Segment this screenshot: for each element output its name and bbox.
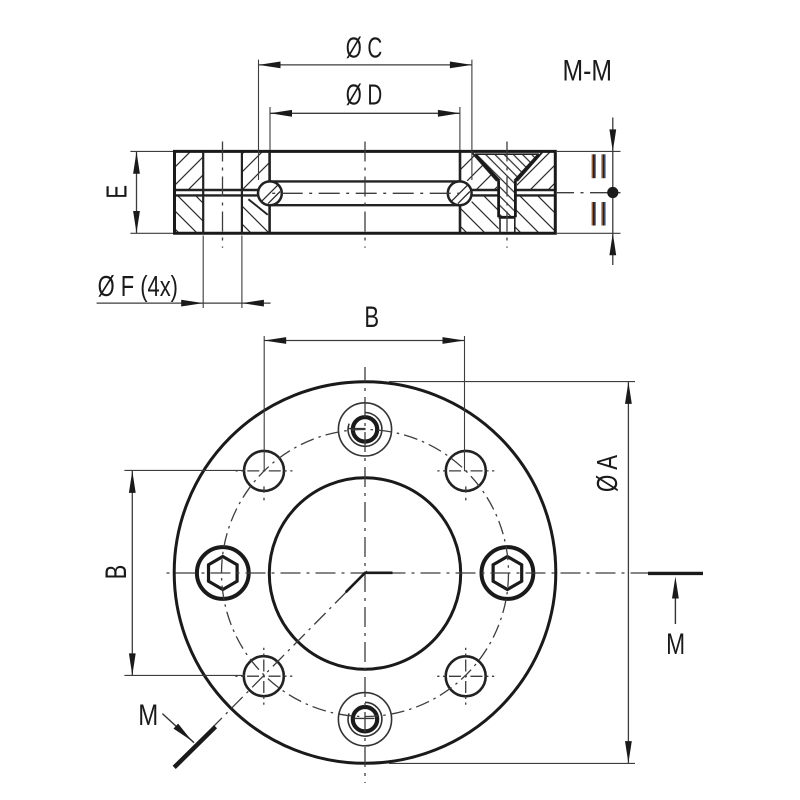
- svg-text:B: B: [100, 565, 133, 580]
- svg-text:E: E: [102, 185, 134, 199]
- svg-text:M-M: M-M: [563, 55, 613, 88]
- svg-text:M: M: [666, 628, 685, 661]
- svg-text:Ø F (4x): Ø F (4x): [98, 271, 178, 303]
- svg-text:Ø D: Ø D: [346, 79, 383, 111]
- svg-text:Ø C: Ø C: [346, 33, 383, 65]
- svg-text:Ø A: Ø A: [592, 454, 624, 492]
- svg-text:M: M: [138, 699, 158, 732]
- svg-text:B: B: [364, 301, 379, 334]
